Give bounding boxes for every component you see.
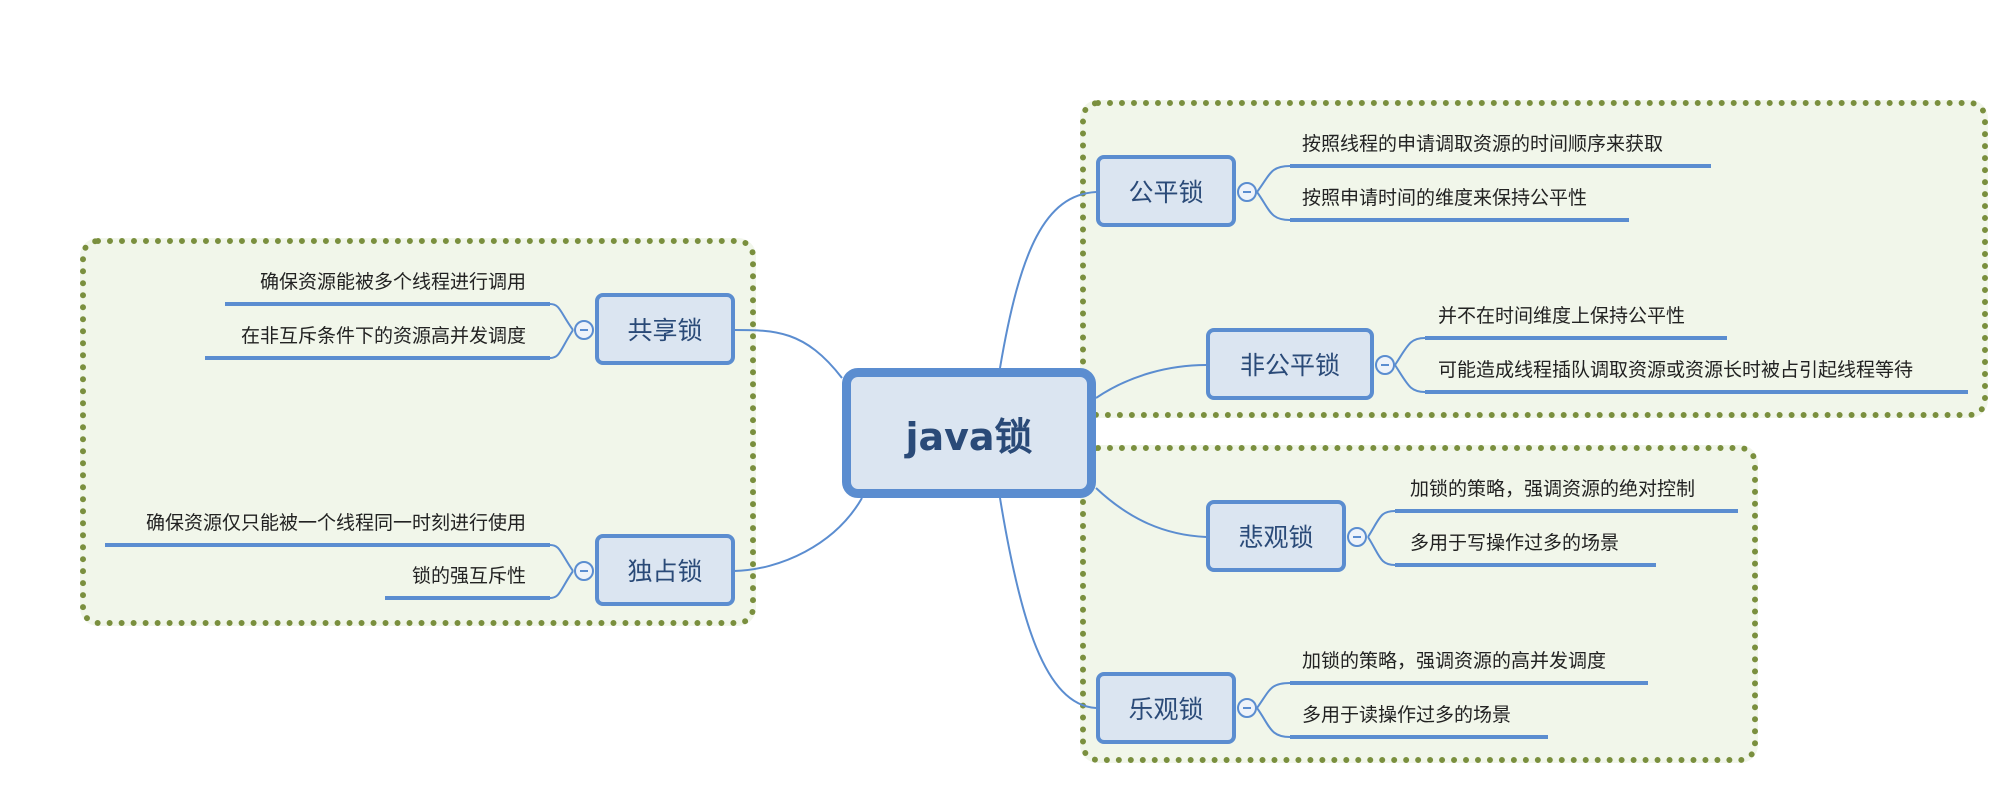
connector-fair-leaf-2: [1256, 191, 1291, 221]
connector-unfair-leaf-1: [1394, 337, 1426, 366]
connector-exclusive-leaf-1: [549, 544, 574, 572]
topic-unfair-lock[interactable]: 非公平锁: [1206, 328, 1374, 400]
topic-shared-lock[interactable]: 共享锁: [595, 293, 735, 365]
leaf-unfair-2[interactable]: 可能造成线程插队调取资源或资源长时被占引起线程等待: [1438, 359, 1914, 381]
collapse-pessimistic-icon[interactable]: [1347, 527, 1367, 547]
connector-central-fair: [999, 191, 1097, 369]
connector-exclusive-leaf-2: [549, 570, 574, 599]
connector-pessimistic-leaf-2: [1367, 536, 1396, 566]
connector-central-pessimistic: [1095, 487, 1207, 538]
connector-pessimistic-leaf-1: [1367, 510, 1396, 538]
leaf-shared-1[interactable]: 确保资源能被多个线程进行调用: [259, 271, 526, 293]
connector-unfair-leaf-2: [1394, 364, 1426, 393]
topic-unfair-lock-label: 非公平锁: [1239, 351, 1340, 380]
topic-fair-lock[interactable]: 公平锁: [1096, 155, 1236, 227]
collapse-fair-icon[interactable]: [1237, 182, 1257, 202]
topic-optimistic-lock-label: 乐观锁: [1128, 695, 1204, 724]
leaf-exclusive-1[interactable]: 确保资源仅只能被一个线程同一时刻进行使用: [145, 512, 526, 534]
connector-central-shared: [733, 329, 843, 379]
leaf-optimistic-2[interactable]: 多用于读操作过多的场景: [1302, 704, 1512, 726]
topic-shared-lock-label: 共享锁: [627, 316, 703, 345]
topic-optimistic-lock[interactable]: 乐观锁: [1096, 672, 1236, 744]
connector-central-optimistic: [999, 497, 1097, 709]
leaf-optimistic-1[interactable]: 加锁的策略，强调资源的高并发调度: [1302, 650, 1607, 672]
collapse-exclusive-icon[interactable]: [574, 561, 594, 581]
collapse-shared-icon[interactable]: [574, 320, 594, 340]
leaf-unfair-1[interactable]: 并不在时间维度上保持公平性: [1438, 305, 1686, 327]
leaf-pessimistic-1[interactable]: 加锁的策略，强调资源的绝对控制: [1410, 478, 1696, 500]
collapse-optimistic-icon[interactable]: [1237, 698, 1257, 718]
leaf-shared-2[interactable]: 在非互斥条件下的资源高并发调度: [240, 325, 526, 347]
connector-optimistic-leaf-1: [1256, 682, 1291, 709]
topic-exclusive-lock-label: 独占锁: [627, 557, 703, 586]
leaf-pessimistic-2[interactable]: 多用于写操作过多的场景: [1410, 532, 1620, 554]
connector-central-exclusive: [733, 497, 863, 572]
connector-shared-leaf-1: [549, 303, 574, 331]
connector-fair-leaf-1: [1256, 165, 1291, 193]
collapse-unfair-icon[interactable]: [1375, 355, 1395, 375]
leaf-fair-1[interactable]: 按照线程的申请调取资源的时间顺序来获取: [1302, 133, 1664, 155]
central-topic[interactable]: java锁: [842, 368, 1096, 498]
leaf-fair-2[interactable]: 按照申请时间的维度来保持公平性: [1302, 187, 1588, 209]
topic-fair-lock-label: 公平锁: [1128, 178, 1204, 207]
topic-exclusive-lock[interactable]: 独占锁: [595, 534, 735, 606]
connector-shared-leaf-2: [549, 329, 574, 359]
connector-central-unfair: [1095, 364, 1207, 399]
topic-pessimistic-lock[interactable]: 悲观锁: [1206, 500, 1346, 572]
central-topic-label: java锁: [905, 414, 1033, 459]
leaf-exclusive-2[interactable]: 锁的强互斥性: [411, 565, 526, 587]
topic-pessimistic-lock-label: 悲观锁: [1238, 523, 1314, 552]
connector-optimistic-leaf-2: [1256, 707, 1291, 738]
